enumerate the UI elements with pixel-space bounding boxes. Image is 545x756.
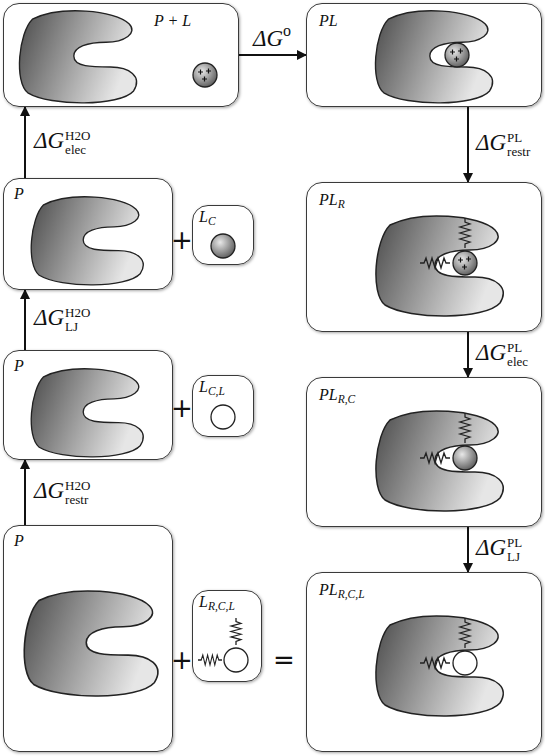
subscript: R,C [338,393,356,405]
spring [420,453,450,463]
subscript: C [208,215,216,227]
reaction-arrow [467,527,469,572]
panel-box: P + L [3,3,239,107]
delta-g: ΔG [253,26,283,51]
superscript: o [283,22,291,39]
superscript: PL [507,341,528,355]
protein [19,11,136,103]
superscript: PL [507,536,522,550]
panel-label: PL [319,12,338,30]
subscript: C,L [208,385,225,397]
delta-g: ΔG [476,535,506,560]
panel-label: P + L [154,12,191,30]
spring [231,618,241,645]
protein [376,616,503,716]
free-energy-label: ΔGH2Orestr [34,479,90,506]
delta-g: ΔG [34,128,64,153]
ligand [211,234,235,258]
reaction-arrow [467,107,469,182]
panel-label: P [14,532,24,550]
reaction-arrow [24,460,26,525]
reaction-arrow [24,290,26,350]
reaction-arrow [239,54,306,56]
panel-box: PLR,C,L [306,572,542,752]
protein [376,216,503,316]
panel-box: P [3,350,173,460]
panel-label: P [14,357,24,375]
subscript: restr [65,493,90,507]
index-stack: PLLJ [507,536,522,563]
operator-sign: + [171,395,193,421]
panel-label: PLR,C [319,386,355,406]
delta-g: ΔG [476,130,506,155]
operator-sign: = [273,647,295,673]
subscript: LJ [507,550,522,564]
panel-box: PLR,C [306,377,542,527]
spring [420,658,450,668]
index-stack: H2Oelec [65,129,90,156]
ligand [453,446,477,470]
protein [31,369,143,457]
free-energy-label: ΔGPLLJ [476,536,522,563]
ligand [453,651,477,675]
ligand [224,648,248,672]
spring [420,258,450,268]
protein [375,11,492,103]
panel-label: LC,L [199,378,225,398]
reaction-arrow [467,332,469,377]
panel-label: P [14,185,24,203]
subscript: LJ [65,320,90,334]
superscript: H2O [65,306,90,320]
panel-box: P [3,525,173,752]
panel-box: PLR [306,182,542,332]
protein [24,591,158,696]
spring [460,413,470,443]
free-energy-label: ΔGPLrestr [476,131,530,158]
delta-g: ΔG [34,478,64,503]
panel-box: P [3,178,173,290]
ligand [445,43,469,67]
subscript: R,C,L [208,600,235,612]
ligand [453,251,477,275]
superscript: PL [507,131,530,145]
subscript: R [338,198,345,210]
free-energy-label: ΔGo [253,23,291,50]
subscript: R,C,L [338,588,365,600]
ligand [211,405,235,429]
subscript: elec [507,355,528,369]
operator-sign: + [171,647,193,673]
panel-label: LC [199,208,216,228]
free-energy-label: ΔGH2Oelec [34,129,90,156]
delta-g: ΔG [476,340,506,365]
index-stack: PLrestr [507,131,530,158]
ligand [193,63,217,87]
superscript: H2O [65,479,90,493]
panel-box: LR,C,L [192,590,262,682]
free-energy-label: ΔGPLelec [476,341,528,368]
index-stack: H2Orestr [65,479,90,506]
index-stack: PLelec [507,341,528,368]
index-stack: H2OLJ [65,306,90,333]
reaction-arrow [24,107,26,178]
panel-label: PLR [319,191,345,211]
superscript: H2O [65,129,90,143]
panel-label: LR,C,L [199,593,235,613]
spring [460,218,470,248]
protein [376,411,503,511]
spring [198,655,222,665]
protein [31,197,143,285]
spring [460,618,470,648]
panel-box: LC [192,205,254,265]
delta-g: ΔG [34,305,64,330]
subscript: restr [507,145,530,159]
subscript: elec [65,143,90,157]
free-energy-label: ΔGH2OLJ [34,306,90,333]
panel-box: PL [306,3,542,107]
panel-box: LC,L [192,375,254,437]
panel-label: PLR,C,L [319,581,365,601]
operator-sign: + [171,227,193,253]
